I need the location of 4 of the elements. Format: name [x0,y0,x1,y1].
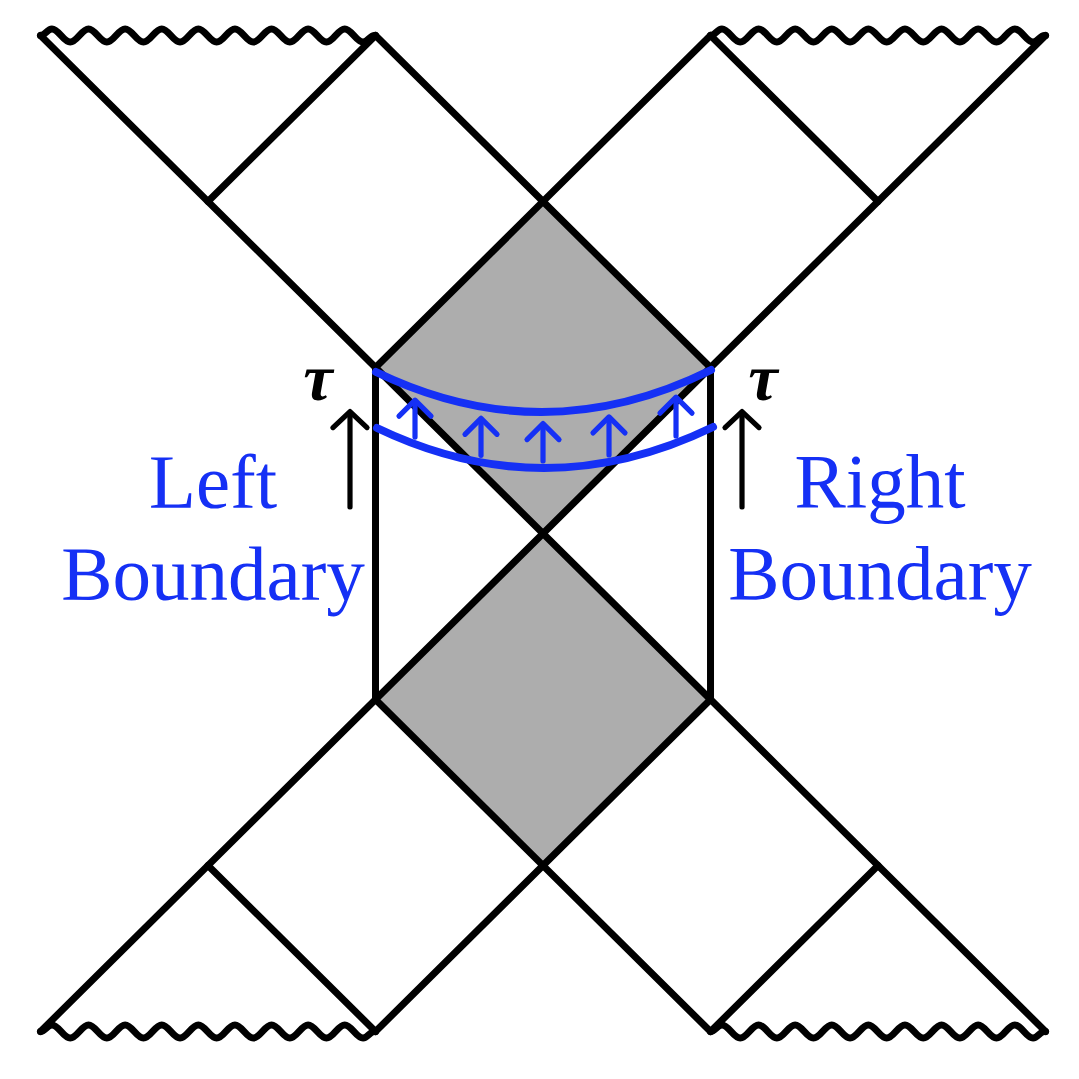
tau-label: τ [749,369,780,401]
boundary-label: Right Boundary [730,454,1032,617]
boundary-label: Left Boundary [63,453,365,617]
tau-label: τ [304,369,335,401]
